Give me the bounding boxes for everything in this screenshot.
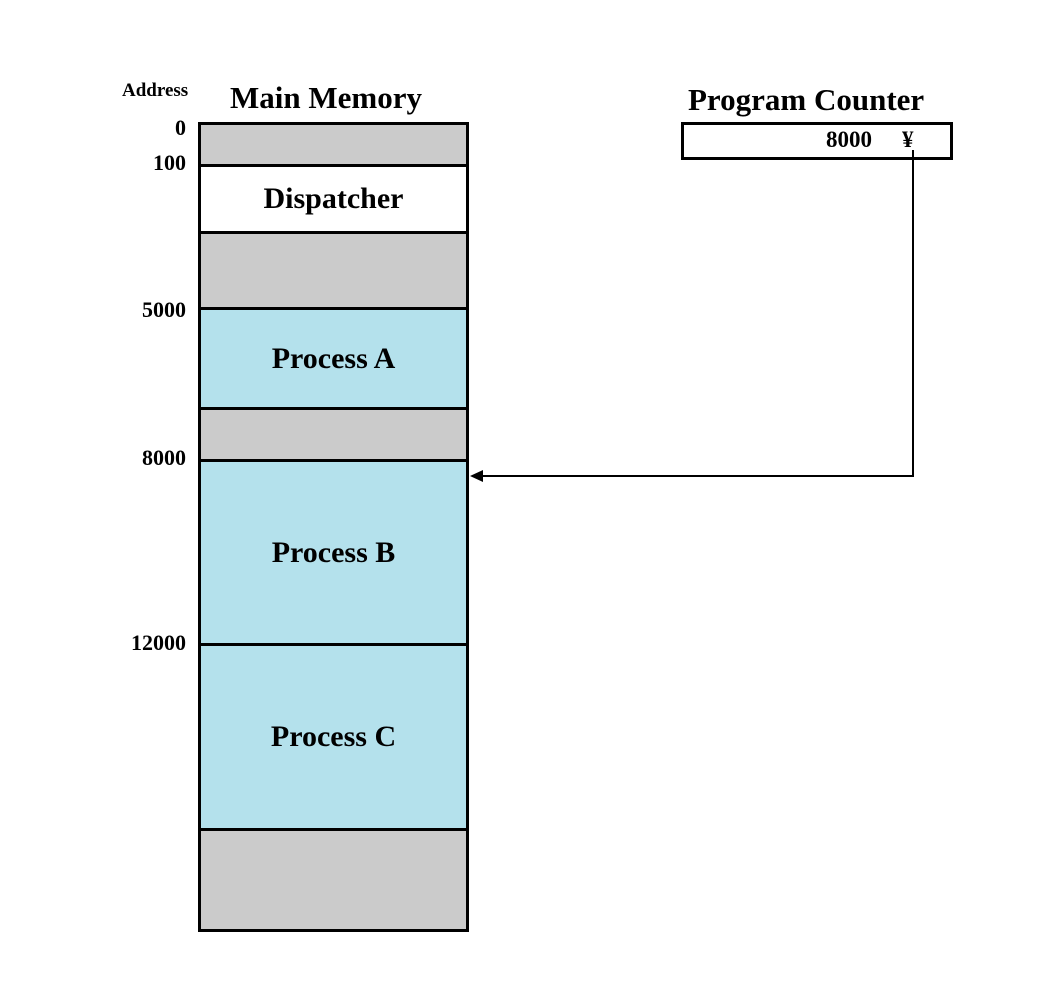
process-b-label: Process B (271, 535, 396, 569)
dispatcher-segment: Dispatcher (198, 164, 469, 234)
address-header: Address (122, 80, 189, 101)
program-counter-title: Program Counter (688, 82, 925, 117)
address-label-100: 100 (153, 150, 186, 175)
arrow-head-icon (470, 470, 483, 482)
program-counter-value: 8000 (826, 127, 872, 152)
main-memory-title: Main Memory (230, 80, 422, 115)
process-c-label: Process C (270, 720, 397, 753)
arrow-line (482, 150, 914, 477)
process-b-segment: Process B (198, 459, 469, 646)
address-label-8000: 8000 (142, 445, 186, 470)
address-label-5000: 5000 (142, 297, 186, 322)
process-a-label: Process A (271, 341, 396, 375)
address-label-0: 0 (175, 115, 186, 140)
dispatcher-label: Dispatcher (263, 182, 404, 215)
process-a-segment: Process A (198, 307, 469, 410)
process-c-segment: Process C (198, 643, 469, 831)
program-counter-glyph: ¥ (902, 127, 914, 152)
address-label-12000: 12000 (131, 630, 186, 655)
program-counter-box (681, 122, 953, 160)
